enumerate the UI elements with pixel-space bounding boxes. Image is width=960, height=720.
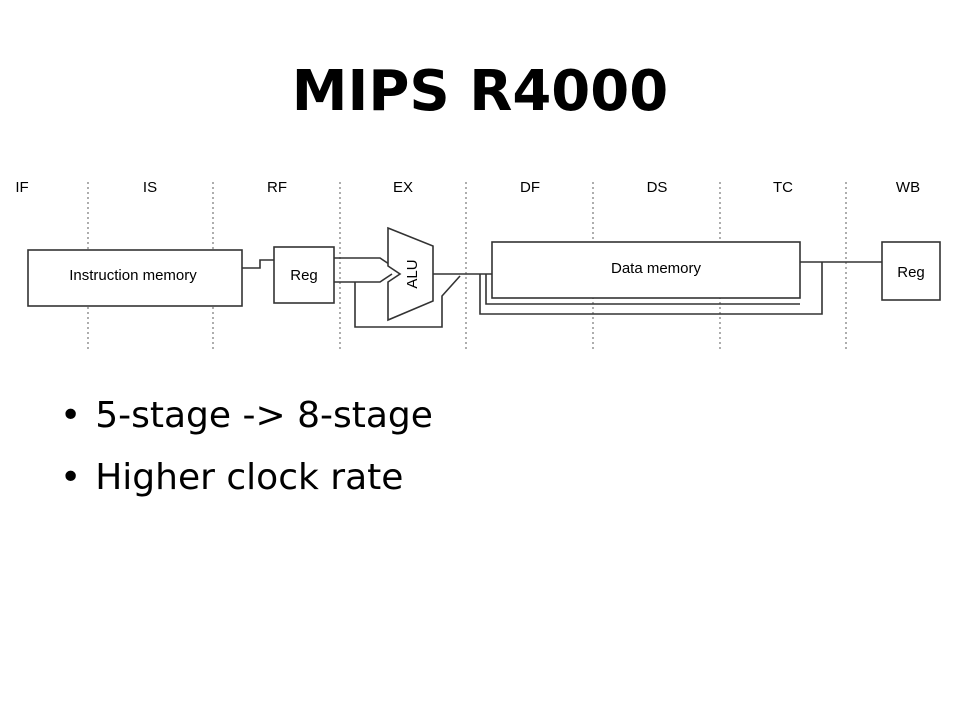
- reg-read-label: Reg: [290, 267, 318, 284]
- stage-label-ex: EX: [393, 179, 413, 196]
- writeback-loop: [479, 262, 823, 315]
- reg-write-label: Reg: [897, 264, 925, 281]
- reg-to-alu-wire: [334, 257, 393, 267]
- alu-label: ALU: [404, 259, 421, 288]
- instruction-memory-block: [27, 249, 243, 307]
- forwarding-path: [354, 275, 461, 328]
- stage-label-ds: DS: [647, 179, 668, 196]
- slide-title: MIPS R4000: [291, 59, 669, 124]
- bullet-list: 5-stage -> 8-stage Higher clock rate: [60, 385, 433, 509]
- register-file-read-block: [273, 246, 335, 304]
- data-memory-block: [491, 241, 801, 299]
- stage-label-rf: RF: [267, 179, 287, 196]
- bullet-item: Higher clock rate: [60, 447, 433, 509]
- pipeline-diagram: IF IS RF EX DF DS TC WB: [15, 179, 941, 352]
- stage-label-tc: TC: [773, 179, 793, 196]
- data-memory-bypass: [485, 274, 800, 305]
- stage-label-wb: WB: [896, 179, 920, 196]
- data-memory-label: Data memory: [611, 260, 702, 277]
- bullet-item: 5-stage -> 8-stage: [60, 385, 433, 447]
- alu-block: [387, 226, 434, 322]
- instruction-memory-label: Instruction memory: [69, 267, 197, 284]
- reg-to-alu-wire: [334, 273, 393, 283]
- stage-label-if: IF: [15, 179, 28, 196]
- stage-label-is: IS: [143, 179, 157, 196]
- stage-label-df: DF: [520, 179, 540, 196]
- register-file-write-block: [881, 241, 941, 301]
- im-to-reg-wire: [242, 259, 274, 269]
